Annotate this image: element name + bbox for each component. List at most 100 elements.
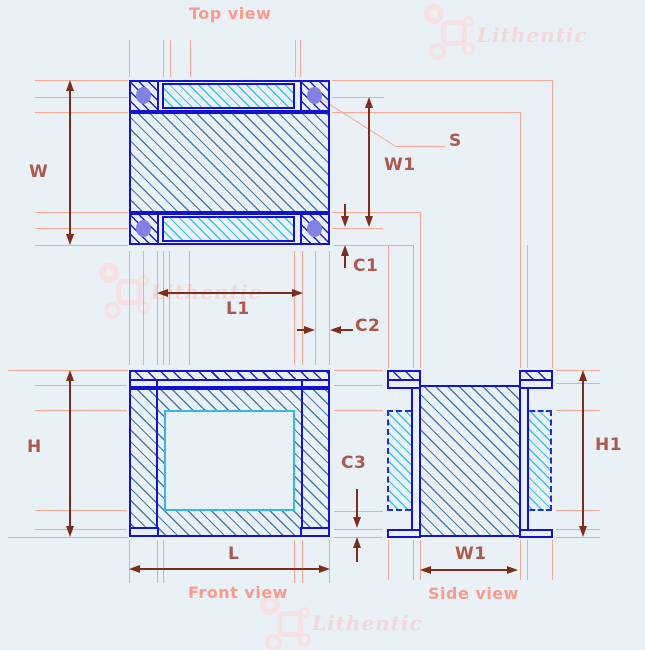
side-view-title: Side view <box>428 584 519 603</box>
side-view-top-cap-plate <box>519 370 553 381</box>
front-view-window <box>164 410 295 511</box>
extension-line <box>334 385 383 386</box>
arrowhead <box>66 234 74 245</box>
front-view-foot <box>129 527 159 537</box>
extension-line <box>556 510 600 511</box>
watermark-logo-icon <box>260 595 280 615</box>
watermark-brand: Lithentic <box>477 23 588 47</box>
side-view-top-cap-plate <box>387 370 421 381</box>
extension-line <box>334 529 383 530</box>
watermark-logo-icon <box>299 607 310 618</box>
arrowhead <box>420 566 431 574</box>
dim-label-C1: C1 <box>353 256 379 276</box>
side-view-flange-stem <box>411 387 419 530</box>
arrowhead <box>353 517 361 528</box>
extension-line <box>170 40 171 77</box>
projection-line <box>388 245 389 368</box>
projection-line <box>332 112 520 113</box>
side-view-core-body <box>419 385 521 537</box>
extension-line <box>189 251 190 365</box>
dim-label-C3: C3 <box>341 453 367 473</box>
leader-line <box>318 97 397 148</box>
dim-label-C2: C2 <box>355 316 381 336</box>
extension-line <box>527 540 528 580</box>
extension-line <box>556 529 600 530</box>
extension-line <box>129 40 130 77</box>
dimension-line-H1 <box>582 381 584 526</box>
extension-line <box>300 40 301 77</box>
arrowhead <box>341 216 349 227</box>
extension-line <box>35 97 128 98</box>
extension-line <box>129 251 130 365</box>
dimension-line-H <box>69 381 71 526</box>
arrowhead <box>66 526 74 537</box>
dim-label-W1: W1 <box>384 155 416 175</box>
extension-line <box>302 251 303 365</box>
extension-line <box>552 540 553 580</box>
extension-line <box>420 540 421 580</box>
watermark-logo-icon <box>429 43 446 60</box>
dim-label-S: S <box>449 131 462 151</box>
arrowhead <box>66 370 74 381</box>
dim-label-H1: H1 <box>595 435 623 455</box>
watermark-logo-icon <box>99 263 119 283</box>
extension-line <box>163 251 164 365</box>
arrowhead <box>129 565 140 573</box>
top-view-winding-strip <box>162 216 295 242</box>
watermark-logo-icon <box>265 634 282 650</box>
top-view-core-body <box>129 112 330 213</box>
front-view-title: Front view <box>188 583 288 602</box>
extension-line <box>35 529 127 530</box>
front-view-foot <box>300 527 330 537</box>
extension-line <box>35 245 128 246</box>
extension-line <box>163 40 164 77</box>
arrowhead <box>579 526 587 537</box>
extension-line <box>35 385 127 386</box>
extension-line <box>157 540 158 583</box>
dimension-line-C3 <box>356 548 358 562</box>
solder-pin <box>307 87 322 104</box>
extension-line <box>35 80 128 81</box>
extension-line <box>315 251 316 365</box>
extension-line <box>329 540 330 583</box>
arrowhead <box>579 370 587 381</box>
front-view-top-plate <box>129 370 330 381</box>
dimension-line-W1 <box>368 108 370 216</box>
projection-line <box>334 245 413 246</box>
extension-line <box>8 537 128 538</box>
extension-line <box>334 370 383 371</box>
front-view-flange-band <box>129 381 330 388</box>
front-view-column-line <box>156 381 158 537</box>
extension-line <box>388 540 389 580</box>
extension-line <box>35 228 128 229</box>
extension-line <box>332 97 384 98</box>
side-view-foot <box>387 529 421 538</box>
extension-line <box>520 540 521 580</box>
extension-line <box>302 540 303 583</box>
extension-line <box>334 511 383 512</box>
dimension-line-C1 <box>344 204 346 216</box>
extension-line <box>332 228 383 229</box>
extension-line <box>163 540 164 583</box>
projection-line <box>413 245 414 368</box>
extension-line <box>295 40 296 77</box>
dimension-line-C2 <box>341 329 353 331</box>
watermark-brand: Lithentic <box>312 611 423 635</box>
extension-line <box>35 510 127 511</box>
arrowhead <box>330 326 341 334</box>
watermark-logo-icon <box>104 302 121 319</box>
arrowhead <box>66 80 74 91</box>
dimension-line-C2 <box>297 329 304 331</box>
arrowhead <box>365 97 373 108</box>
arrowhead <box>319 565 330 573</box>
top-view-title: Top view <box>189 4 272 23</box>
arrowhead <box>304 326 315 334</box>
solder-pin <box>307 220 322 237</box>
dim-label-W1-side: W1 <box>455 544 487 564</box>
extension-line <box>556 410 600 411</box>
arrowhead <box>507 566 518 574</box>
solder-pin <box>136 220 151 237</box>
extension-line <box>190 40 191 77</box>
projection-line <box>332 80 552 81</box>
